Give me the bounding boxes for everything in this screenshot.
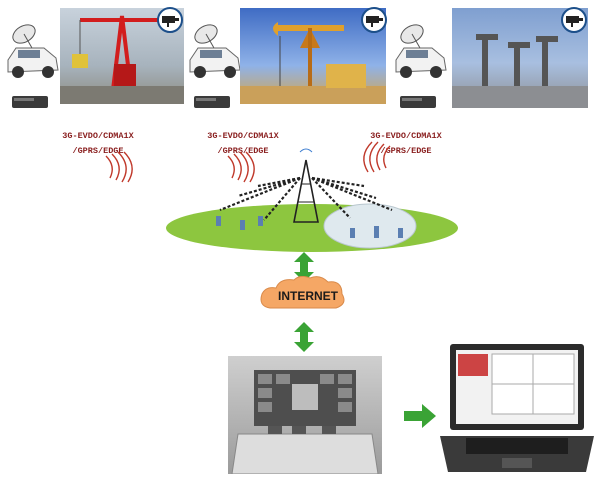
network-label-site-1: 3G-EVDO/CDMA1X /GPRS/EDGE (38, 129, 158, 159)
signal-waves-icon (227, 151, 255, 183)
camera-icon (361, 7, 387, 33)
camera-icon (561, 7, 587, 33)
control-room-photo (228, 356, 382, 474)
network-label-line1: 3G-EVDO/CDMA1X (207, 131, 279, 141)
satellite-car-icon (395, 24, 447, 108)
cell-tower-icon (293, 148, 319, 223)
satellite-car-icon (189, 24, 241, 108)
network-ground (166, 148, 458, 252)
network-label-site-2: 3G-EVDO/CDMA1X /GPRS/EDGE (188, 129, 298, 159)
arrow-right-icon (404, 404, 436, 428)
network-label-line1: 3G-EVDO/CDMA1X (370, 131, 442, 141)
camera-icon (157, 7, 183, 33)
site-photo-oilfield (452, 8, 588, 108)
signal-waves-icon (105, 151, 133, 183)
satellite-car-icon (7, 24, 59, 108)
network-label-site-3: 3G-EVDO/CDMA1X /GPRS/EDGE (354, 129, 458, 159)
double-arrow-icon (294, 322, 314, 352)
network-label-line2: /GPRS/EDGE (380, 146, 432, 156)
signal-waves-icon (363, 141, 391, 173)
network-label-line2: /GPRS/EDGE (217, 146, 269, 156)
network-label-line1: 3G-EVDO/CDMA1X (62, 131, 134, 141)
internet-label: INTERNET (278, 289, 338, 303)
internet-cloud-icon (260, 276, 345, 309)
network-label-line2: /GPRS/EDGE (72, 146, 124, 156)
double-arrow-icon (294, 252, 314, 282)
laptop-icon (440, 344, 594, 472)
